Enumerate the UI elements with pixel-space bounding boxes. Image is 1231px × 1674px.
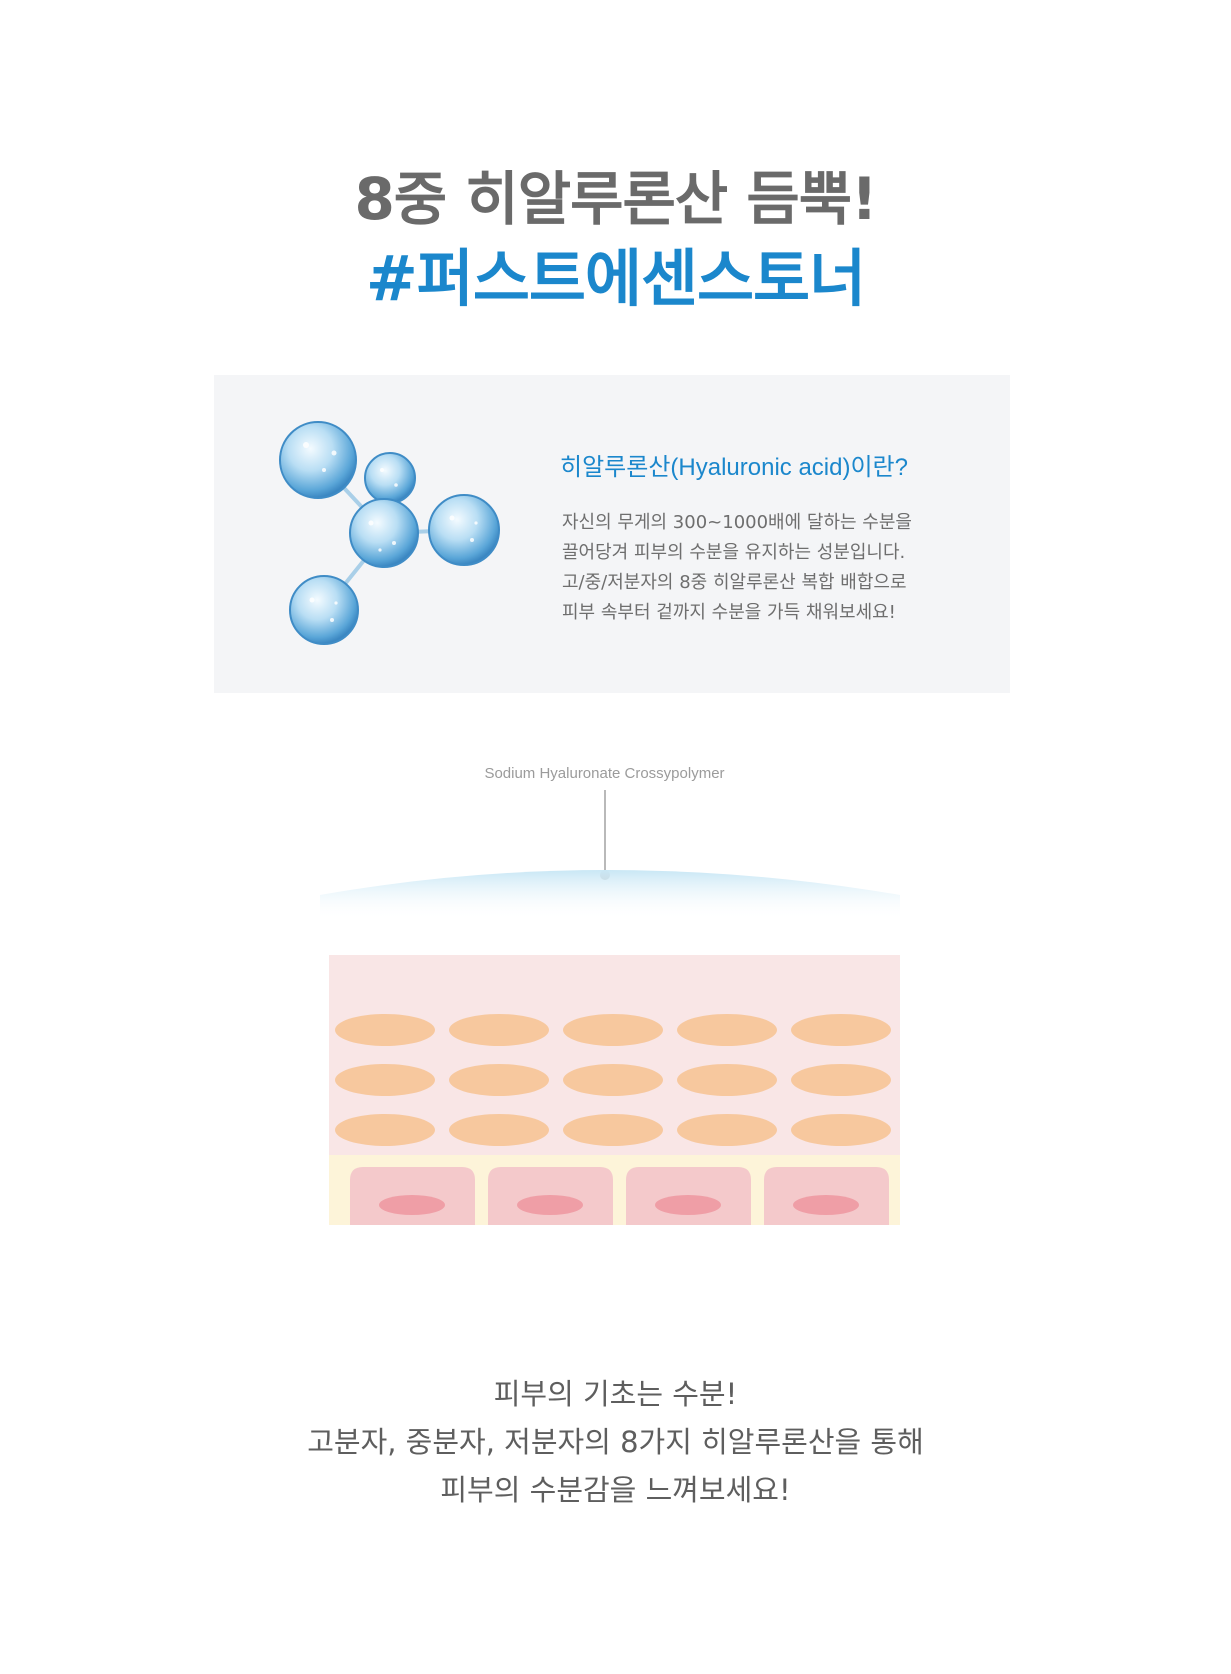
- molecule-icon: [279, 421, 500, 645]
- info-title: 히알루론산(Hyaluronic acid)이란?: [560, 454, 908, 481]
- skin-cell: [335, 1014, 435, 1046]
- info-line: 피부 속부터 겉까지 수분을 가득 채워보세요!: [562, 602, 896, 623]
- pointer-line: [604, 790, 606, 872]
- cell-nucleus: [655, 1195, 721, 1215]
- footer-message: 피부의 기초는 수분! 고분자, 중분자, 저분자의 8가지 히알루론산을 통해…: [0, 1370, 1231, 1514]
- skin-cells: [335, 1014, 891, 1146]
- headline-hashtag: #퍼스트에센스토너: [365, 242, 866, 315]
- headline-title: 8중 히알루론산 듬뿍!: [354, 165, 877, 233]
- skin-cell: [563, 1014, 663, 1046]
- footer-line: 고분자, 중분자, 저분자의 8가지 히알루론산을 통해: [307, 1425, 924, 1459]
- info-description: 자신의 무게의 300~1000배에 달하는 수분을 끌어당겨 피부의 수분을 …: [562, 508, 982, 628]
- skin-cell: [677, 1014, 777, 1046]
- cell-nucleus: [793, 1195, 859, 1215]
- skin-cell: [335, 1064, 435, 1096]
- skin-cell: [563, 1064, 663, 1096]
- footer-line: 피부의 기초는 수분!: [493, 1377, 738, 1411]
- ingredient-label: Sodium Hyaluronate Crossypolymer: [484, 765, 725, 782]
- info-line: 끌어당겨 피부의 수분을 유지하는 성분입니다.: [562, 542, 906, 563]
- skin-cell: [677, 1114, 777, 1146]
- hyaluronic-info-box: 히알루론산(Hyaluronic acid)이란? 자신의 무게의 300~10…: [214, 375, 1010, 693]
- moisture-layer: [320, 870, 900, 920]
- skin-cell: [791, 1064, 891, 1096]
- info-line: 고/중/저분자의 8중 히알루론산 복합 배합으로: [562, 572, 907, 593]
- info-line: 자신의 무게의 300~1000배에 달하는 수분을: [562, 512, 912, 533]
- cell-nucleus: [517, 1195, 583, 1215]
- skin-cell: [449, 1114, 549, 1146]
- footer-line: 피부의 수분감을 느껴보세요!: [440, 1473, 791, 1507]
- skin-layer-diagram: [320, 870, 900, 1225]
- skin-cell: [677, 1064, 777, 1096]
- skin-cell: [791, 1014, 891, 1046]
- skin-cell: [335, 1114, 435, 1146]
- skin-cell: [563, 1114, 663, 1146]
- skin-cell: [449, 1014, 549, 1046]
- cell-nucleus: [379, 1195, 445, 1215]
- skin-cell: [449, 1064, 549, 1096]
- base-cells: [350, 1167, 889, 1225]
- skin-cell: [791, 1114, 891, 1146]
